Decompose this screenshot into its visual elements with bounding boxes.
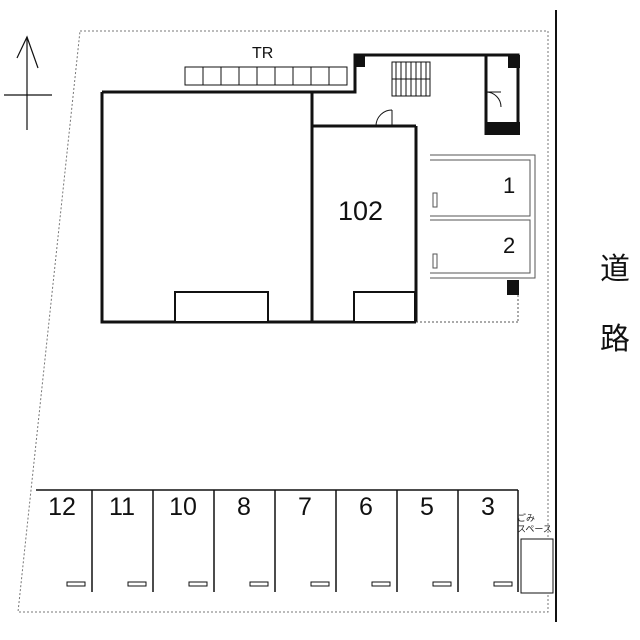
garage-space-label: 2 [503,233,516,258]
road-label: 路 [600,322,630,357]
parking-lot-number: 3 [481,493,495,521]
staircase-icon [391,61,431,97]
garage-space-label: 1 [503,173,516,198]
parking-lot-number: 6 [359,493,373,521]
garbage-area [520,538,554,594]
garage-area [416,154,536,323]
site-boundary [17,30,549,613]
trunk-room-row [184,66,348,86]
parking-lot-number: 10 [169,493,197,521]
structural-columns [355,55,520,295]
wheel-stops [66,581,513,587]
parking-lot-number: 12 [48,493,76,521]
building-outline [100,53,520,324]
balcony-bays [174,291,416,323]
north-arrow-icon [4,35,52,130]
parking-lot-number: 7 [298,493,312,521]
parking-lot-number: 8 [237,493,251,521]
door-icon [375,91,502,127]
parking-lot-number: 11 [109,493,135,521]
trunk-room-label: TR [252,45,274,62]
unit-label: 102 [338,196,384,226]
parking-lot-number: 5 [420,493,434,521]
garbage-space-label: ごみ スペース [517,514,552,535]
road-label: 道 [600,252,630,287]
parking-row [36,489,519,592]
